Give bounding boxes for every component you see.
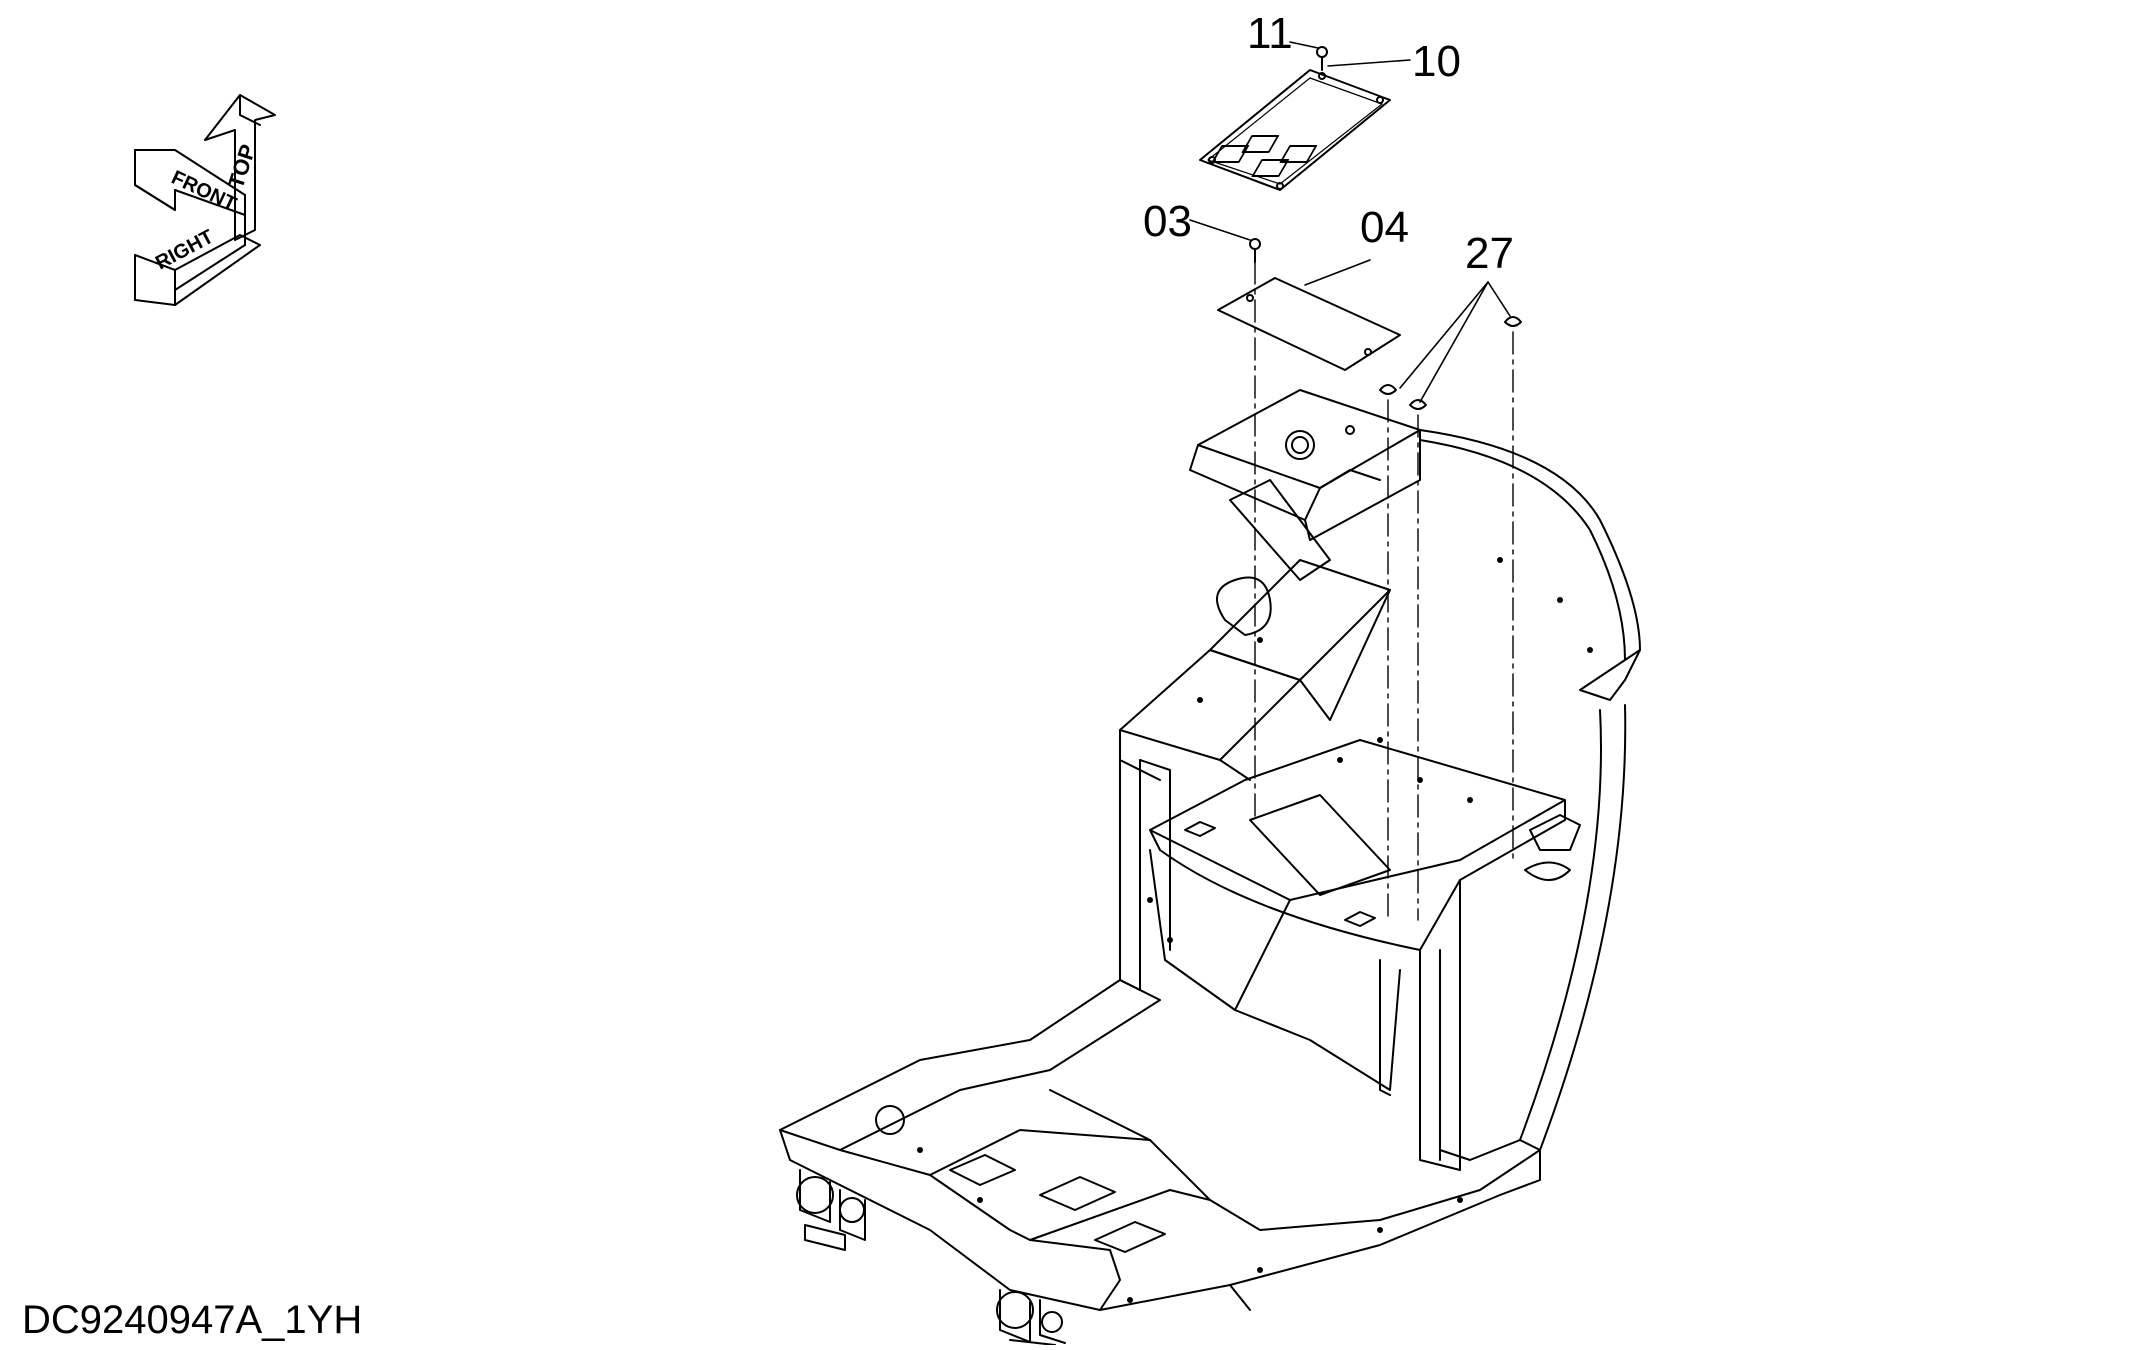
orientation-indicator: TOP FRONT RIGHT bbox=[134, 94, 276, 306]
leader-lines bbox=[1189, 41, 1511, 403]
top-arrow bbox=[204, 94, 276, 241]
drawing-id: DC9240947A_1YH bbox=[22, 1298, 363, 1342]
grommets-part-27 bbox=[1379, 316, 1522, 410]
base-mounts bbox=[796, 1169, 1066, 1346]
frame-vertical-column bbox=[1119, 739, 1441, 1161]
cover-plate-part-04 bbox=[1217, 277, 1401, 371]
frame-inner-box bbox=[1149, 739, 1581, 1171]
top-arrow-side bbox=[239, 94, 261, 126]
frame-upper-console bbox=[1189, 389, 1421, 541]
callout-27: 27 bbox=[1465, 229, 1514, 278]
cube-edge bbox=[174, 194, 246, 291]
screw-part-11 bbox=[1316, 46, 1328, 71]
right-arrow-face bbox=[134, 254, 176, 306]
screw-part-03 bbox=[1249, 238, 1261, 263]
callout-11: 11 bbox=[1247, 9, 1293, 58]
frame-side-wall bbox=[1419, 429, 1641, 1161]
callout-04: 04 bbox=[1360, 203, 1409, 252]
frame-base bbox=[779, 979, 1541, 1311]
callout-03: 03 bbox=[1143, 197, 1192, 246]
panel-plate-part-10 bbox=[1199, 69, 1391, 191]
callout-10: 10 bbox=[1412, 37, 1461, 86]
orientation-right-label: RIGHT bbox=[152, 226, 217, 275]
assembly-centerlines bbox=[1254, 261, 1514, 921]
hole-markers bbox=[917, 557, 1593, 1303]
front-arrow-face bbox=[134, 149, 176, 211]
